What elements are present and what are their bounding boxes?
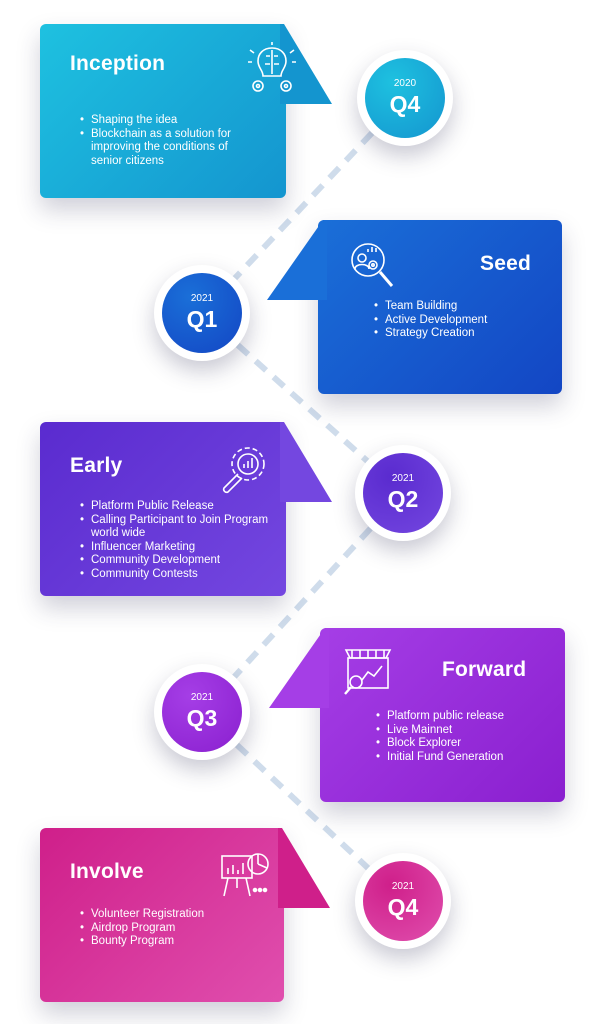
- phase-card-inception: Inception Shaping the ideaBlockchain as …: [40, 24, 332, 198]
- phase-item: Influencer Marketing: [78, 541, 278, 555]
- phase-card-involve: Involve Volunteer RegistrationAirdrop Pr…: [40, 828, 330, 1002]
- quarter-disc: 2021 Q3: [162, 672, 242, 752]
- phase-item: Volunteer Registration: [78, 908, 268, 922]
- phase-item: Platform public release: [374, 710, 564, 724]
- card-pointer: [280, 422, 332, 502]
- phase-title: Inception: [70, 52, 166, 75]
- phase-item: Platform Public Release: [78, 500, 278, 514]
- phase-item: Strategy Creation: [372, 327, 552, 341]
- phase-item: Block Explorer: [374, 737, 564, 751]
- phase-item: Shaping the idea: [78, 114, 258, 128]
- quarter-disc: 2021 Q2: [363, 453, 443, 533]
- phase-card-early: Early Platform Public ReleaseCalling Par…: [40, 422, 332, 596]
- quarter-node-2021-q2: 2021 Q2: [355, 445, 451, 541]
- phase-item: Team Building: [372, 300, 552, 314]
- phase-items: Volunteer RegistrationAirdrop ProgramBou…: [78, 908, 268, 949]
- quarter-label: Q1: [186, 306, 218, 332]
- quarter-year: 2021: [190, 293, 214, 304]
- phase-item: Bounty Program: [78, 935, 268, 949]
- quarter-disc: 2021 Q1: [162, 273, 242, 353]
- phase-item: Community Development: [78, 554, 278, 568]
- quarter-year: 2021: [190, 692, 214, 703]
- card-pointer: [280, 24, 332, 104]
- quarter-label: Q4: [389, 91, 421, 117]
- quarter-label: Q3: [186, 705, 218, 731]
- phase-item: Initial Fund Generation: [374, 751, 564, 765]
- phase-card-forward: Forward Platform public releaseLive Main…: [269, 628, 565, 802]
- quarter-node-2021-q4: 2021 Q4: [355, 853, 451, 949]
- phase-items: Team BuildingActive DevelopmentStrategy …: [372, 300, 552, 341]
- phase-title: Seed: [480, 252, 531, 275]
- quarter-node-2021-q1: 2021 Q1: [154, 265, 250, 361]
- phase-title: Forward: [442, 658, 527, 681]
- quarter-label: Q2: [387, 486, 419, 512]
- phase-item: Community Contests: [78, 568, 278, 582]
- quarter-node-2020-q4: 2020 Q4: [357, 50, 453, 146]
- presentation-board-icon: [221, 853, 269, 897]
- quarter-node-2021-q3: 2021 Q3: [154, 664, 250, 760]
- quarter-year: 2021: [391, 881, 415, 892]
- phase-item: Active Development: [372, 314, 552, 328]
- connector-segment: [199, 95, 408, 316]
- quarter-year: 2021: [391, 473, 415, 484]
- quarter-disc: 2021 Q4: [363, 861, 443, 941]
- card-pointer: [278, 828, 330, 908]
- card-pointer: [267, 220, 327, 300]
- brain-gears-icon: [248, 42, 296, 92]
- quarter-label: Q4: [387, 894, 419, 920]
- market-analytics-icon: [344, 649, 392, 695]
- wrench-gear-icon: [222, 447, 265, 494]
- quarter-disc: 2020 Q4: [365, 58, 445, 138]
- phase-title: Involve: [70, 860, 144, 883]
- phase-items: Platform Public ReleaseCalling Participa…: [78, 500, 278, 581]
- phase-item: Airdrop Program: [78, 922, 268, 936]
- phase-card-seed: Seed Team BuildingActive DevelopmentStra…: [267, 220, 562, 394]
- phase-items: Shaping the ideaBlockchain as a solution…: [78, 114, 258, 168]
- phase-item: Blockchain as a solution for improving t…: [78, 128, 258, 169]
- phase-item: Calling Participant to Join Program worl…: [78, 514, 278, 541]
- phase-item: Live Mainnet: [374, 724, 564, 738]
- connector-segment: [199, 490, 406, 715]
- phase-title: Early: [70, 454, 123, 477]
- quarter-year: 2020: [393, 78, 417, 89]
- card-pointer: [269, 628, 329, 708]
- people-search-icon: [351, 243, 394, 287]
- phase-items: Platform public releaseLive MainnetBlock…: [374, 710, 564, 764]
